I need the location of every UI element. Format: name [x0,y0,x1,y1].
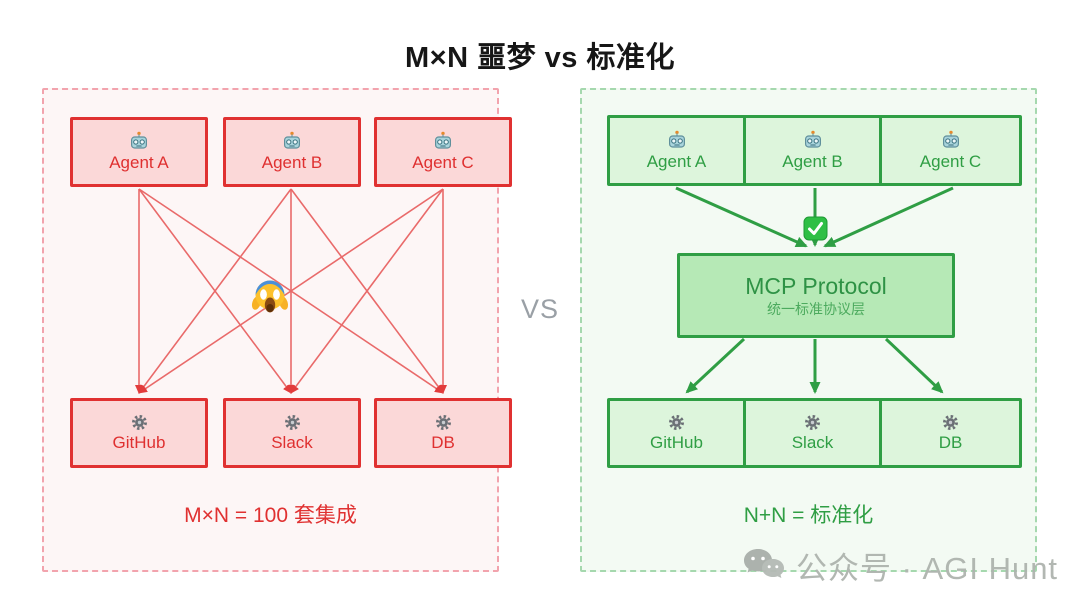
left-db-box: DB [374,398,512,468]
robot-icon [129,131,149,151]
service-label: DB [938,432,963,452]
left-github-box: GitHub [70,398,208,468]
agent-label: Agent A [109,153,169,172]
service-label: DB [431,432,455,452]
scream-face-emoji [250,277,290,319]
wechat-chat-icon [742,547,786,585]
gear-icon [942,414,959,431]
gear-icon [804,414,821,431]
right-db-box: DB [879,398,1022,468]
left-agent-a-box: Agent A [70,117,208,187]
page-title: M×N 噩梦 vs 标准化 [405,42,675,74]
service-label: Slack [791,432,834,452]
agent-label: Agent A [646,151,707,171]
robot-icon [941,130,961,150]
gear-icon [668,414,685,431]
mcp-protocol-subtitle: 统一标准协议层 [767,300,865,317]
left-agent-b-box: Agent B [223,117,361,187]
service-label: Slack [271,432,313,452]
check-mark-emoji [803,216,828,241]
robot-icon [667,130,687,150]
left-caption: M×N = 100 套集成 [184,504,357,527]
mcp-protocol-box: MCP Protocol 统一标准协议层 [677,253,955,338]
right-agent-c-box: Agent C [879,115,1022,186]
robot-icon [282,131,302,151]
robot-icon [433,131,453,151]
left-agent-c-box: Agent C [374,117,512,187]
right-slack-box: Slack [743,398,882,468]
gear-icon [284,414,301,431]
right-caption: N+N = 标准化 [743,504,874,527]
service-label: GitHub [650,432,703,452]
gear-icon [131,414,148,431]
robot-icon [803,130,823,150]
agent-label: Agent B [261,153,323,172]
left-slack-box: Slack [223,398,361,468]
agent-label: Agent B [782,151,843,171]
agent-label: Agent C [919,151,982,171]
right-agent-a-box: Agent A [607,115,746,186]
vs-label: VS [520,294,560,324]
gear-icon [435,414,452,431]
watermark: 公众号 · AGI Hunt [742,543,1058,588]
watermark-text: 公众号 · AGI Hunt [796,551,1059,586]
right-agent-b-box: Agent B [743,115,882,186]
agent-label: Agent C [412,153,474,172]
right-github-box: GitHub [607,398,746,468]
service-label: GitHub [112,432,166,452]
mcp-protocol-title: MCP Protocol [745,272,887,299]
